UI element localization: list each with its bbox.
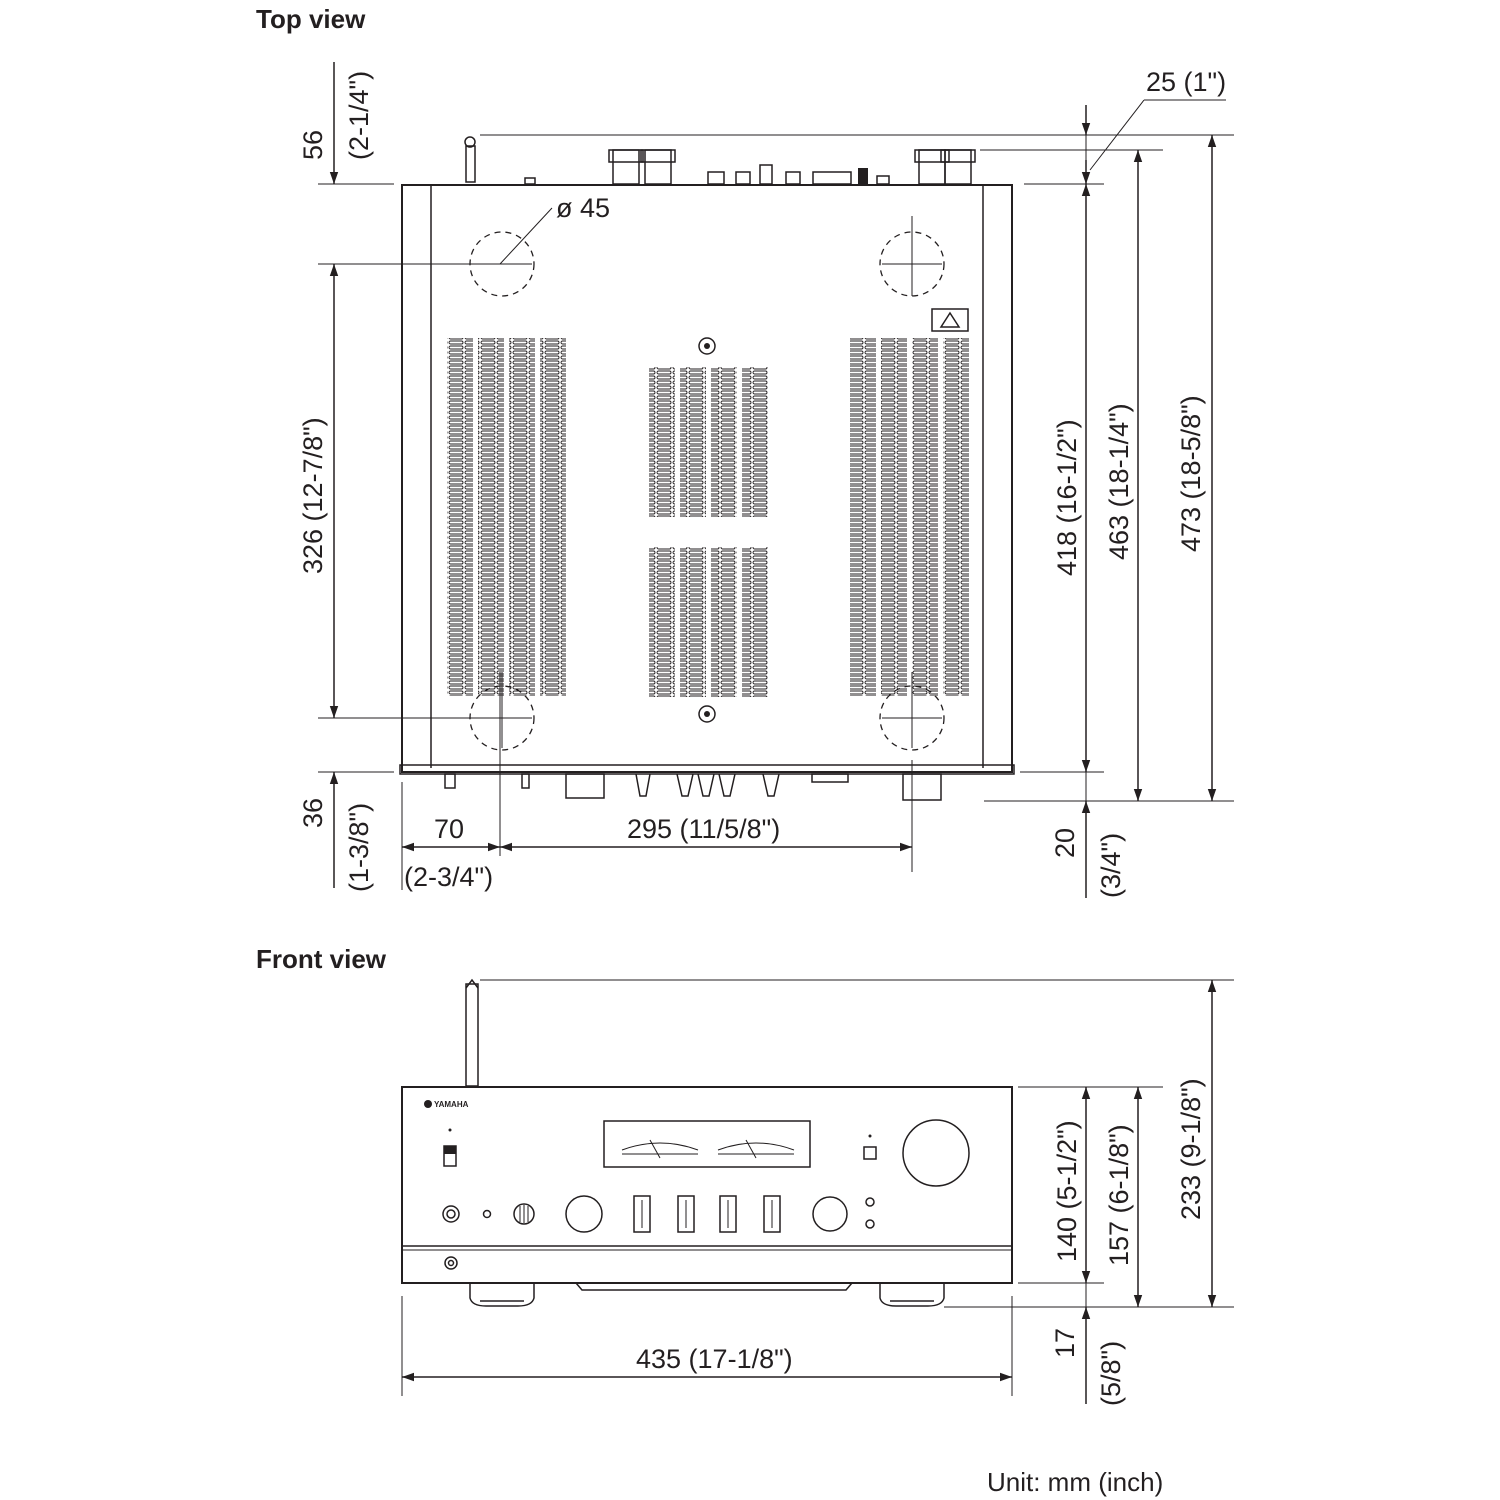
dim-70-inch: (2-3/4")	[404, 862, 493, 892]
dim-473: 473 (18-5/8")	[1176, 395, 1206, 552]
top-view-chassis	[399, 136, 1015, 801]
dim-157: 157 (6-1/8")	[1104, 1124, 1134, 1266]
dim-36: 36	[298, 798, 328, 828]
dim-70: 70	[434, 814, 464, 844]
dim-463: 463 (18-1/4")	[1104, 403, 1134, 560]
front-view-heading: Front view	[256, 944, 387, 974]
dim-435: 435 (17-1/8")	[636, 1344, 793, 1374]
rear-connectors	[464, 136, 976, 185]
dim-56: 56	[298, 130, 328, 160]
dim-56-inch: (2-1/4")	[344, 71, 374, 160]
top-view-dimensions	[318, 62, 1234, 898]
vu-meters	[621, 1139, 795, 1159]
dim-326: 326 (12-7/8")	[298, 417, 328, 574]
vent-grilles	[447, 338, 969, 697]
dim-17: 17	[1050, 1328, 1080, 1358]
front-view-dimensions	[401, 979, 1234, 1404]
dim-25: 25 (1")	[1146, 67, 1226, 97]
brand-logo: YAMAHA	[434, 1100, 469, 1109]
unit-note: Unit: mm (inch)	[987, 1467, 1163, 1497]
dim-20: 20	[1050, 828, 1080, 858]
top-view-heading: Top view	[256, 4, 366, 34]
dim-140: 140 (5-1/2")	[1052, 1120, 1082, 1262]
front-view-chassis: YAMAHA	[401, 978, 1013, 1307]
dim-36-inch: (1-3/8")	[344, 803, 374, 892]
front-knobs-top	[444, 773, 942, 801]
dim-233: 233 (9-1/8")	[1176, 1078, 1206, 1220]
dim-295: 295 (11/5/8")	[627, 814, 780, 844]
dim-17-inch: (5/8")	[1096, 1341, 1126, 1406]
dim-20-inch: (3/4")	[1096, 833, 1126, 898]
dim-418: 418 (16-1/2")	[1052, 419, 1082, 576]
dim-diameter-45: ø 45	[556, 193, 610, 223]
